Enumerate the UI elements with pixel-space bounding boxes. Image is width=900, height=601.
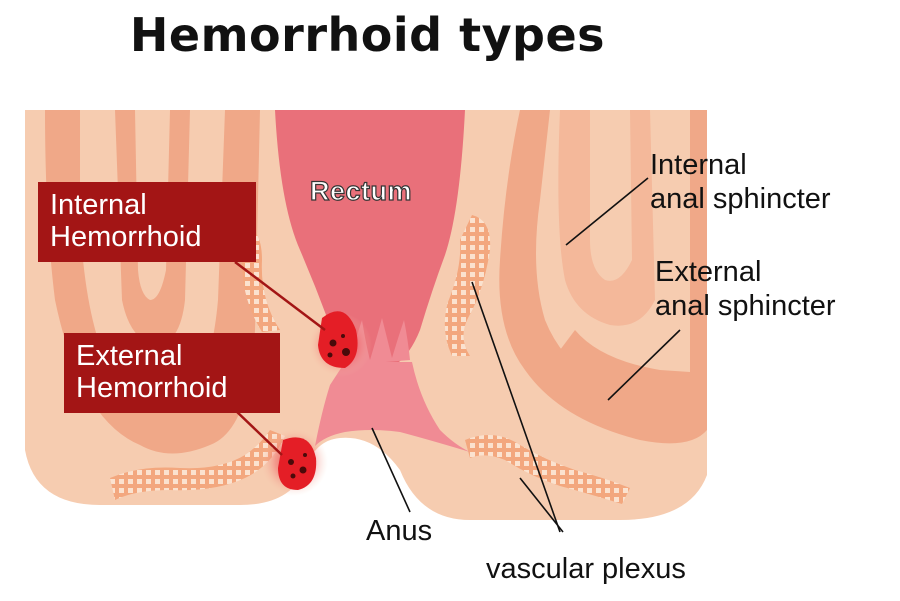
external-sphincter-label: External anal sphincter <box>655 256 836 322</box>
callout-line-rectum-anus <box>371 427 411 513</box>
anal-canal <box>315 362 470 452</box>
plexus-upper-right <box>444 215 491 356</box>
plexus-lower-left <box>110 430 285 500</box>
plexus-lower-right <box>465 435 630 504</box>
rectum-label: Rectum <box>309 175 413 206</box>
callout-line-internal-sphincter <box>565 177 649 246</box>
external-hemorrhoid-mass <box>278 437 317 490</box>
callout-line-external-sphincter <box>607 329 681 401</box>
callout-line-plexus-lower <box>519 477 564 533</box>
anus-label: Anus <box>366 515 433 547</box>
callout-line-internal-hemorrhoid <box>234 261 326 331</box>
callout-line-plexus-upper <box>471 281 561 533</box>
diagram-title: Hemorrhoid types <box>129 8 606 62</box>
external-hemorrhoid-label: External Hemorrhoid <box>64 333 280 413</box>
internal-sphincter-label: Internal anal sphincter <box>650 149 831 215</box>
callout-line-external-hemorrhoid <box>234 409 283 456</box>
vascular-plexus-label: vascular plexus <box>486 553 686 585</box>
internal-hemorrhoid-label: Internal Hemorrhoid <box>38 182 256 262</box>
rectum <box>275 110 465 365</box>
